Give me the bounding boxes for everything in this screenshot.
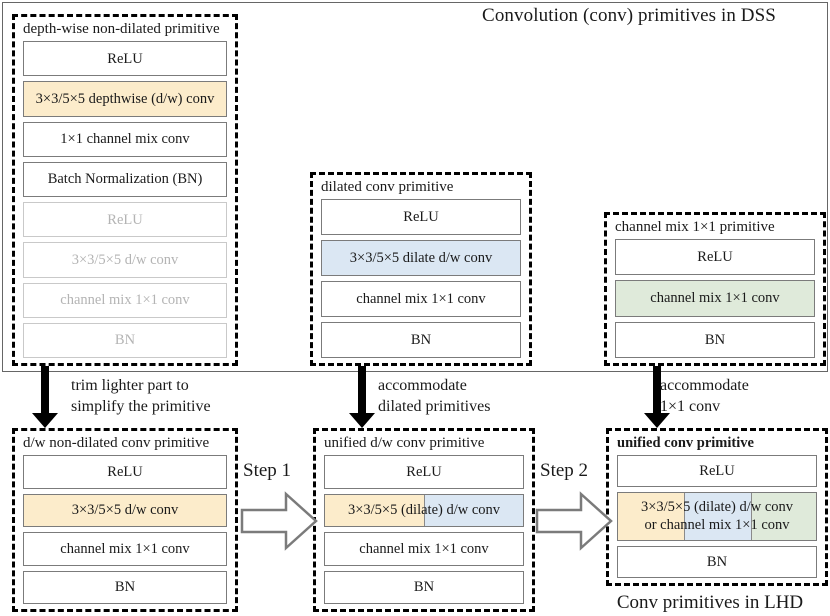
cell-relu: ReLU: [23, 455, 227, 489]
cell-stack: ReLU 3×3/5×5 dilate d/w conv channel mix…: [321, 199, 521, 358]
cell-dw-conv: 3×3/5×5 d/w conv: [23, 493, 227, 527]
note-line-2: simplify the primitive: [71, 398, 211, 415]
group-title: d/w non-dilated conv primitive: [23, 435, 210, 451]
cell-bn: BN: [321, 322, 521, 358]
cell-label-line-2: or channel mix 1×1 conv: [644, 516, 790, 533]
cell-channel-mix: channel mix 1×1 conv: [324, 532, 524, 566]
cell-bn: BN: [324, 570, 524, 604]
cell-label: 3×3/5×5 (dilate) d/w conv: [325, 502, 523, 519]
cell-label: 3×3/5×5 (dilate) d/w conv or channel mix…: [618, 499, 816, 533]
cell-channel-mix: channel mix 1×1 conv: [23, 532, 227, 566]
group-dilated-conv-primitive: dilated conv primitive ReLU 3×3/5×5 dila…: [310, 172, 532, 366]
group-title: unified conv primitive: [617, 435, 754, 451]
cell-bn: BN: [617, 546, 817, 578]
cell-channel-mix-faded: channel mix 1×1 conv: [23, 282, 227, 318]
note-line-1: trim lighter part to: [71, 377, 189, 394]
cell-channel-mix: 1×1 channel mix conv: [23, 121, 227, 157]
cell-relu: ReLU: [324, 455, 524, 489]
group-channel-mix-1x1-primitive: channel mix 1×1 primitive ReLU channel m…: [604, 212, 826, 366]
group-title: unified d/w conv primitive: [324, 435, 485, 451]
step-1-label: Step 1: [243, 460, 292, 481]
note-line-1: accommodate: [660, 377, 749, 394]
cell-bn: BN: [615, 321, 815, 358]
down-arrow-2: [349, 366, 375, 428]
segment-yellow: [618, 492, 684, 541]
page-title-bottom: Conv primitives in LHD: [616, 592, 804, 613]
segment-blue: [425, 494, 523, 526]
segment-green: [751, 492, 816, 541]
note-dilated: accommodate dilated primitives: [378, 375, 490, 417]
cell-relu-faded: ReLU: [23, 202, 227, 238]
note-line-2: 1×1 conv: [660, 398, 721, 415]
note-trim: trim lighter part to simplify the primit…: [71, 375, 211, 417]
cell-relu: ReLU: [615, 239, 815, 276]
note-line-1: accommodate: [378, 377, 467, 394]
cell-stack: ReLU 3×3/5×5 depthwise (d/w) conv 1×1 ch…: [23, 41, 227, 358]
cell-dw-conv-faded: 3×3/5×5 d/w conv: [23, 242, 227, 278]
segment-divider-2: [750, 492, 752, 541]
cell-label-line-1: 3×3/5×5 (dilate) d/w conv: [347, 501, 501, 518]
group-unified-dw-conv-primitive: unified d/w conv primitive ReLU 3×3/5×5 …: [313, 428, 535, 612]
dss-section-frame: [2, 2, 828, 372]
segment-divider: [424, 494, 425, 526]
group-title: depth-wise non-dilated primitive: [23, 21, 220, 37]
down-arrow-1: [32, 366, 58, 428]
cell-dilate-dw-conv-split: 3×3/5×5 (dilate) d/w conv: [324, 493, 524, 527]
cell-batch-norm: Batch Normalization (BN): [23, 161, 227, 197]
segment-divider-1: [683, 492, 685, 541]
cell-bn: BN: [23, 570, 227, 604]
cell-unified-conv-split: 3×3/5×5 (dilate) d/w conv or channel mix…: [617, 491, 817, 542]
group-unified-conv-primitive: unified conv primitive ReLU 3×3/5×5 (dil…: [606, 428, 828, 586]
cell-dw-conv: 3×3/5×5 depthwise (d/w) conv: [23, 81, 227, 117]
page-title-top: Convolution (conv) primitives in DSS: [482, 5, 776, 26]
split-segments: [325, 494, 523, 526]
cell-stack: ReLU 3×3/5×5 (dilate) d/w conv or channe…: [617, 455, 817, 578]
group-dw-non-dilated-conv-primitive: d/w non-dilated conv primitive ReLU 3×3/…: [12, 428, 238, 612]
step-2-label: Step 2: [540, 460, 589, 481]
segment-blue: [684, 492, 751, 541]
cell-relu: ReLU: [23, 41, 227, 77]
cell-stack: ReLU channel mix 1×1 conv BN: [615, 239, 815, 358]
step-1-arrow-icon: [240, 491, 318, 551]
note-1x1: accommodate 1×1 conv: [660, 375, 749, 417]
cell-stack: ReLU 3×3/5×5 d/w conv channel mix 1×1 co…: [23, 455, 227, 604]
cell-channel-mix: channel mix 1×1 conv: [321, 281, 521, 317]
down-arrow-3: [644, 366, 670, 428]
cell-dilate-dw-conv: 3×3/5×5 dilate d/w conv: [321, 240, 521, 276]
cell-channel-mix-conv: channel mix 1×1 conv: [615, 280, 815, 317]
group-title: channel mix 1×1 primitive: [615, 219, 775, 235]
cell-stack: ReLU 3×3/5×5 (dilate) d/w conv channel m…: [324, 455, 524, 604]
cell-relu: ReLU: [617, 455, 817, 487]
cell-label-line-1: 3×3/5×5 (dilate) d/w conv: [640, 499, 794, 516]
note-line-2: dilated primitives: [378, 398, 491, 415]
cell-bn-faded: BN: [23, 322, 227, 358]
step-2-arrow-icon: [535, 491, 613, 551]
segment-yellow: [325, 494, 424, 526]
cell-relu: ReLU: [321, 199, 521, 235]
group-depth-wise-non-dilated-primitive: depth-wise non-dilated primitive ReLU 3×…: [12, 14, 238, 366]
split-segments: [618, 492, 816, 541]
group-title: dilated conv primitive: [321, 179, 454, 195]
